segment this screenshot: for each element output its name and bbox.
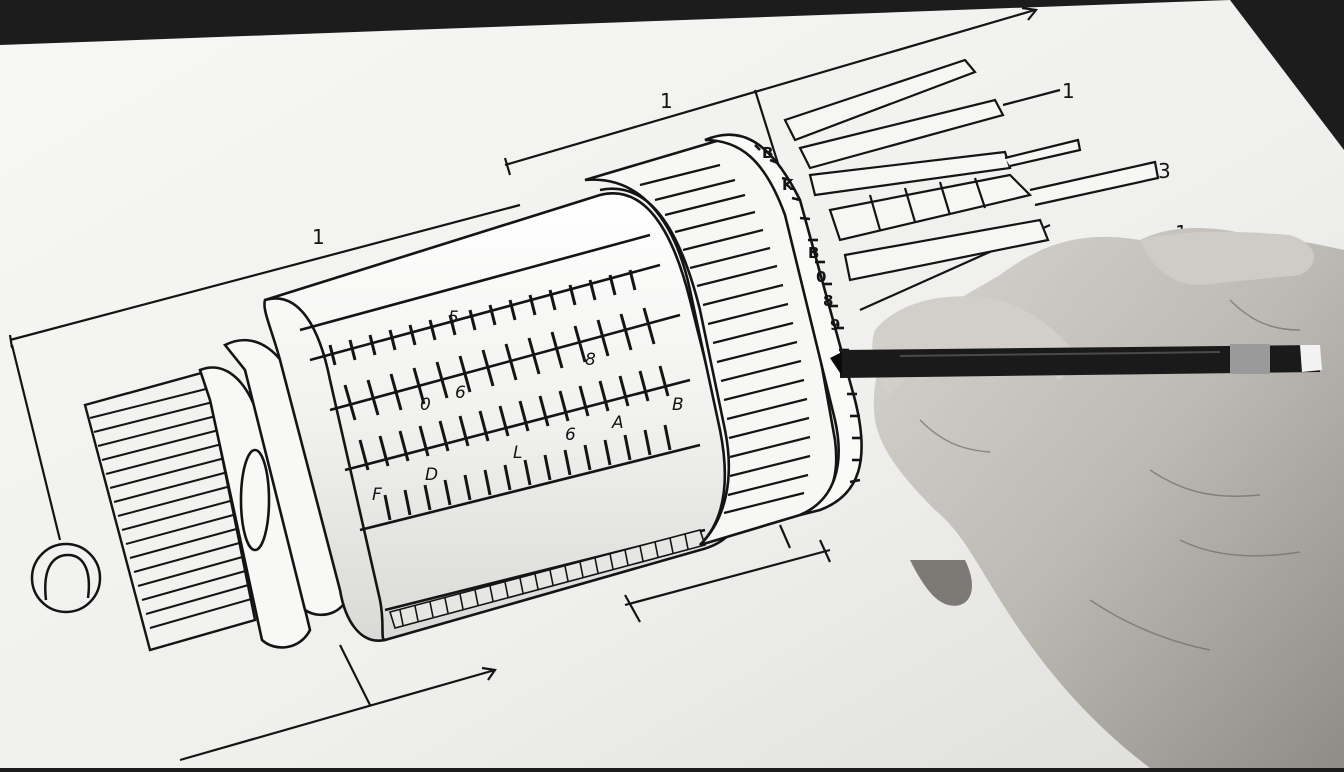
label-top: 1 xyxy=(660,89,673,113)
dimension-lines xyxy=(8,6,1186,762)
barrel-mark-8: F xyxy=(372,485,382,505)
barrel-mark-3: 6 xyxy=(455,383,466,403)
ring-mark-5: 8 xyxy=(823,292,833,310)
ring-mark-4: 0 xyxy=(816,268,826,286)
knurled-knob xyxy=(83,370,257,652)
barrel-scale-ticks xyxy=(328,269,672,521)
barrel-mark-6: 6 xyxy=(565,425,576,445)
barrel-mark-4: 8 xyxy=(585,350,596,370)
label-right-top: 1 xyxy=(1062,79,1075,103)
barrel-mark-9: D xyxy=(425,465,438,485)
ring-marks: B K B 0 8 9 xyxy=(762,144,840,334)
barrel-mark-7: A xyxy=(611,413,624,433)
probe-arms xyxy=(783,58,1160,282)
ring-mark-1: B xyxy=(762,144,773,162)
thimble-scale-ticks xyxy=(639,163,811,515)
barrel-mark-1: 5 xyxy=(448,308,459,328)
reference-circle xyxy=(30,542,102,614)
barrel-mark-10: B xyxy=(672,395,684,415)
barrel-bottom-band xyxy=(388,529,707,629)
ring-mark-2: K xyxy=(782,176,795,194)
ring-mark-3: B xyxy=(808,244,819,262)
barrel-mark-2: 0 xyxy=(420,395,431,415)
ring-mark-6: 9 xyxy=(830,316,840,334)
label-right-middle: 3 xyxy=(1158,159,1171,183)
barrel-marks: 5 0 6 8 L 6 A F D B xyxy=(372,308,684,505)
label-left: 1 xyxy=(312,225,325,249)
black-pen xyxy=(830,344,1322,378)
barrel-mark-5: L xyxy=(513,443,522,463)
